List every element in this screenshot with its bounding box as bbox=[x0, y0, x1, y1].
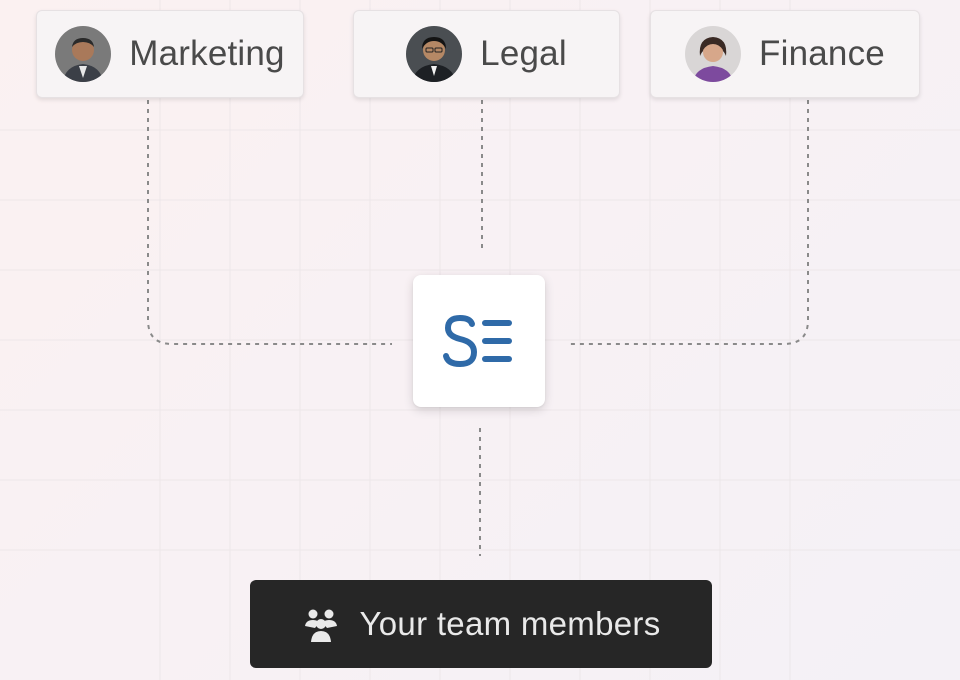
team-members-bar[interactable]: Your team members bbox=[250, 580, 712, 668]
se-hub-logo[interactable] bbox=[413, 275, 545, 407]
department-label-marketing: Marketing bbox=[129, 34, 285, 73]
connector-finance bbox=[566, 100, 809, 345]
department-card-finance[interactable]: Finance bbox=[650, 10, 920, 98]
team-members-label: Your team members bbox=[359, 605, 661, 642]
department-card-marketing[interactable]: Marketing bbox=[36, 10, 304, 98]
connector-marketing bbox=[147, 100, 392, 345]
avatar-legal bbox=[406, 26, 463, 82]
se-logo-icon bbox=[443, 314, 512, 368]
avatar-finance bbox=[685, 26, 742, 82]
department-card-legal[interactable]: Legal bbox=[353, 10, 620, 98]
avatar-marketing bbox=[55, 26, 112, 82]
department-label-finance: Finance bbox=[759, 34, 885, 73]
department-label-legal: Legal bbox=[480, 34, 567, 73]
team-members-icon bbox=[305, 609, 338, 642]
